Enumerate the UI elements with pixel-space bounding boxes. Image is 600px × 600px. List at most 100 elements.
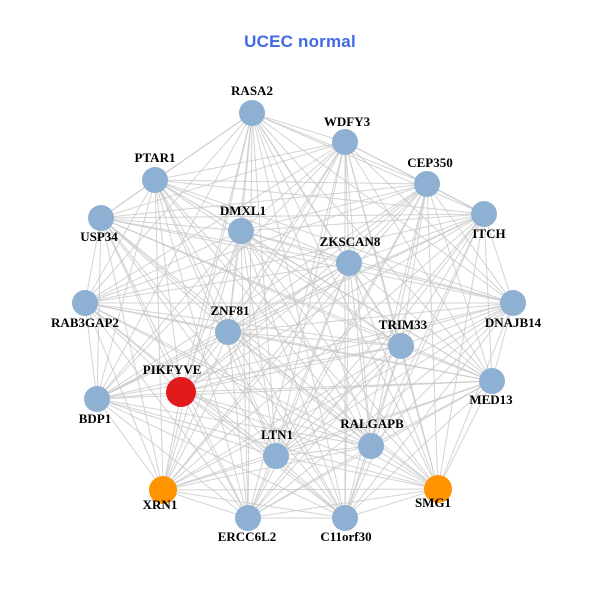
edges-layer [84, 112, 514, 519]
gene-label-USP34: USP34 [80, 229, 118, 244]
gene-node-BDP1 [84, 386, 110, 412]
edge-C11orf30-TRIM33 [344, 345, 402, 519]
figure-title: UCEC normal [244, 32, 356, 51]
gene-label-CEP350: CEP350 [407, 155, 453, 170]
edge-ERCC6L2-TRIM33 [247, 345, 402, 519]
edge-RASA2-PTAR1 [154, 112, 253, 181]
edge-CEP350-DMXL1 [240, 183, 428, 232]
gene-node-MED13 [479, 368, 505, 394]
edge-CEP350-RAB3GAP2 [84, 183, 428, 304]
edge-PTAR1-RALGAPB [154, 179, 372, 447]
edge-TRIM33-LTN1 [275, 345, 402, 457]
gene-label-RALGAPB: RALGAPB [340, 416, 404, 431]
gene-node-PTAR1 [142, 167, 168, 193]
gene-node-C11orf30 [332, 505, 358, 531]
gene-node-SMG1 [424, 475, 452, 503]
edge-XRN1-BDP1 [96, 398, 164, 491]
gene-node-ZNF81 [215, 319, 241, 345]
gene-node-WDFY3 [332, 129, 358, 155]
edge-CEP350-TRIM33 [400, 183, 428, 347]
edge-USP34-PIKFYVE [100, 217, 182, 393]
edge-ERCC6L2-RALGAPB [247, 445, 372, 519]
gene-label-XRN1: XRN1 [143, 497, 178, 512]
edge-MED13-PIKFYVE [180, 380, 493, 393]
edge-DNAJB14-C11orf30 [344, 302, 514, 519]
edge-PIKFYVE-RALGAPB [180, 391, 372, 447]
edge-PTAR1-TRIM33 [154, 179, 402, 347]
edge-ITCH-RALGAPB [370, 213, 485, 447]
edge-ERCC6L2-XRN1 [162, 489, 249, 519]
edge-XRN1-DMXL1 [162, 230, 242, 491]
edge-RAB3GAP2-ZNF81 [84, 302, 229, 333]
edge-C11orf30-ZNF81 [227, 331, 346, 519]
edge-SMG1-LTN1 [275, 455, 439, 490]
gene-node-DNAJB14 [500, 290, 526, 316]
edge-DMXL1-ZKSCAN8 [240, 230, 350, 264]
edge-SMG1-PIKFYVE [180, 391, 439, 490]
edge-WDFY3-BDP1 [96, 141, 346, 400]
edge-RASA2-PIKFYVE [180, 112, 253, 393]
edge-TRIM33-PIKFYVE [180, 345, 402, 393]
edge-ERCC6L2-USP34 [100, 217, 249, 519]
edge-XRN1-PIKFYVE [162, 391, 182, 491]
edge-RASA2-WDFY3 [251, 112, 346, 143]
edge-PTAR1-PIKFYVE [154, 179, 182, 393]
gene-label-ERCC6L2: ERCC6L2 [218, 529, 277, 544]
edge-SMG1-C11orf30 [344, 488, 439, 519]
edge-TRIM33-RALGAPB [370, 345, 402, 447]
edge-ITCH-SMG1 [437, 213, 485, 490]
edge-ZKSCAN8-PIKFYVE [180, 262, 350, 393]
edge-SMG1-RAB3GAP2 [84, 302, 439, 490]
edge-PIKFYVE-LTN1 [180, 391, 277, 457]
gene-label-SMG1: SMG1 [415, 495, 451, 510]
edge-MED13-C11orf30 [344, 380, 493, 519]
edge-DMXL1-PIKFYVE [180, 230, 242, 393]
edge-ITCH-RAB3GAP2 [84, 213, 485, 304]
gene-label-DNAJB14: DNAJB14 [485, 315, 542, 330]
edge-MED13-DMXL1 [240, 230, 493, 382]
edge-C11orf30-ZKSCAN8 [344, 262, 350, 519]
edge-MED13-SMG1 [437, 380, 493, 490]
edge-WDFY3-USP34 [100, 141, 346, 219]
edge-WDFY3-PTAR1 [154, 141, 346, 181]
edge-SMG1-XRN1 [162, 488, 439, 491]
edge-SMG1-TRIM33 [400, 345, 439, 490]
edge-BDP1-RAB3GAP2 [84, 302, 98, 400]
gene-node-DMXL1 [228, 218, 254, 244]
gene-node-ITCH [471, 201, 497, 227]
edge-ZKSCAN8-LTN1 [275, 262, 350, 457]
edge-USP34-LTN1 [100, 217, 277, 457]
edge-ZKSCAN8-TRIM33 [348, 262, 402, 347]
edge-DNAJB14-ZKSCAN8 [348, 262, 514, 304]
gene-label-LTN1: LTN1 [261, 427, 293, 442]
edge-SMG1-ZKSCAN8 [348, 262, 439, 490]
edge-CEP350-USP34 [100, 183, 428, 219]
nodes-layer [72, 100, 526, 531]
edge-C11orf30-USP34 [100, 217, 346, 519]
edge-MED13-RALGAPB [370, 380, 493, 447]
edge-DNAJB14-PIKFYVE [180, 302, 514, 393]
edge-USP34-ZNF81 [100, 217, 229, 333]
gene-label-RASA2: RASA2 [231, 83, 273, 98]
edge-ERCC6L2-ZKSCAN8 [247, 262, 350, 519]
edge-BDP1-LTN1 [96, 398, 277, 457]
gene-node-RALGAPB [358, 433, 384, 459]
edge-RAB3GAP2-PIKFYVE [84, 302, 182, 393]
edge-WDFY3-TRIM33 [344, 141, 402, 347]
edge-XRN1-USP34 [100, 217, 164, 491]
edge-WDFY3-RAB3GAP2 [84, 141, 346, 304]
edge-XRN1-LTN1 [162, 455, 277, 491]
edge-ITCH-DNAJB14 [483, 213, 514, 304]
edge-BDP1-USP34 [96, 217, 102, 400]
gene-label-TRIM33: TRIM33 [379, 317, 428, 332]
edge-ITCH-XRN1 [162, 213, 485, 491]
edge-MED13-BDP1 [96, 380, 493, 400]
edge-ITCH-USP34 [100, 213, 485, 219]
gene-label-RAB3GAP2: RAB3GAP2 [51, 315, 119, 330]
edge-CEP350-ZNF81 [227, 183, 428, 333]
edge-BDP1-DMXL1 [96, 230, 242, 400]
edge-MED13-USP34 [100, 217, 493, 382]
gene-label-ZKSCAN8: ZKSCAN8 [320, 234, 381, 249]
edge-SMG1-ZNF81 [227, 331, 439, 490]
